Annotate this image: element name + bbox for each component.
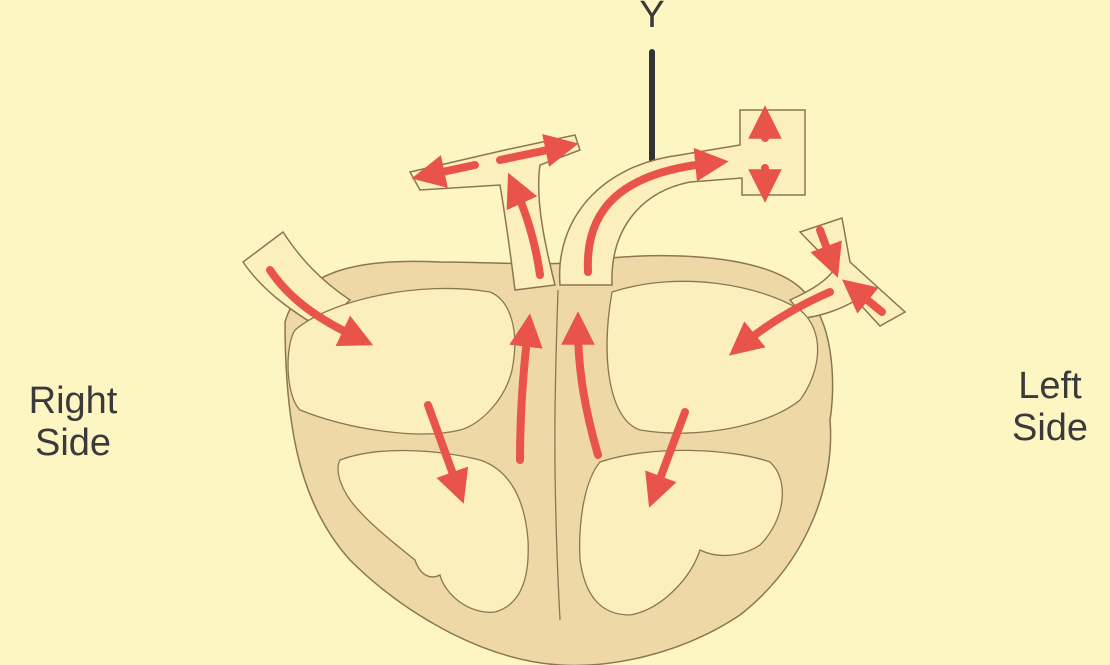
right-side-label: Right Side	[8, 380, 138, 464]
pulmonary-vein	[790, 218, 905, 326]
marker-label-y: Y	[632, 0, 672, 37]
left-side-label: Left Side	[990, 365, 1110, 449]
